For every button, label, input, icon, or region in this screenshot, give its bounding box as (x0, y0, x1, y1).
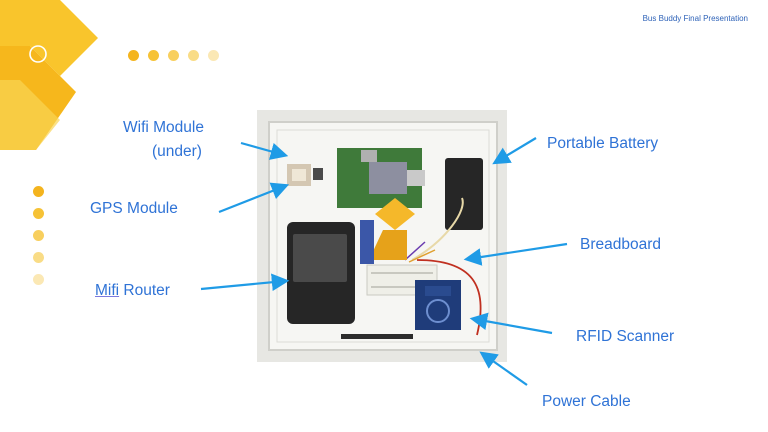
hardware-photo (257, 110, 507, 362)
wifi-module-sublabel: (under) (152, 143, 202, 160)
breadboard-label: Breadboard (580, 236, 662, 253)
mifi-underlined-text: Mifi (95, 282, 120, 299)
gps-module-label: GPS Module (90, 200, 178, 217)
decorative-shapes (0, 0, 98, 150)
power-cable-label: Power Cable (542, 393, 631, 410)
wifi-module-label: Wifi Module (123, 119, 204, 136)
rfid-scanner-label: RFID Scanner (576, 328, 675, 345)
mifi-router-label: Mifi Router (95, 282, 170, 300)
mifi-rest-text: Router (119, 282, 170, 299)
decorative-dots-column (33, 186, 44, 285)
portable-battery-label: Portable Battery (547, 135, 659, 152)
deck-title: Bus Buddy Final Presentation (642, 14, 748, 23)
decorative-dots-row (128, 50, 219, 61)
